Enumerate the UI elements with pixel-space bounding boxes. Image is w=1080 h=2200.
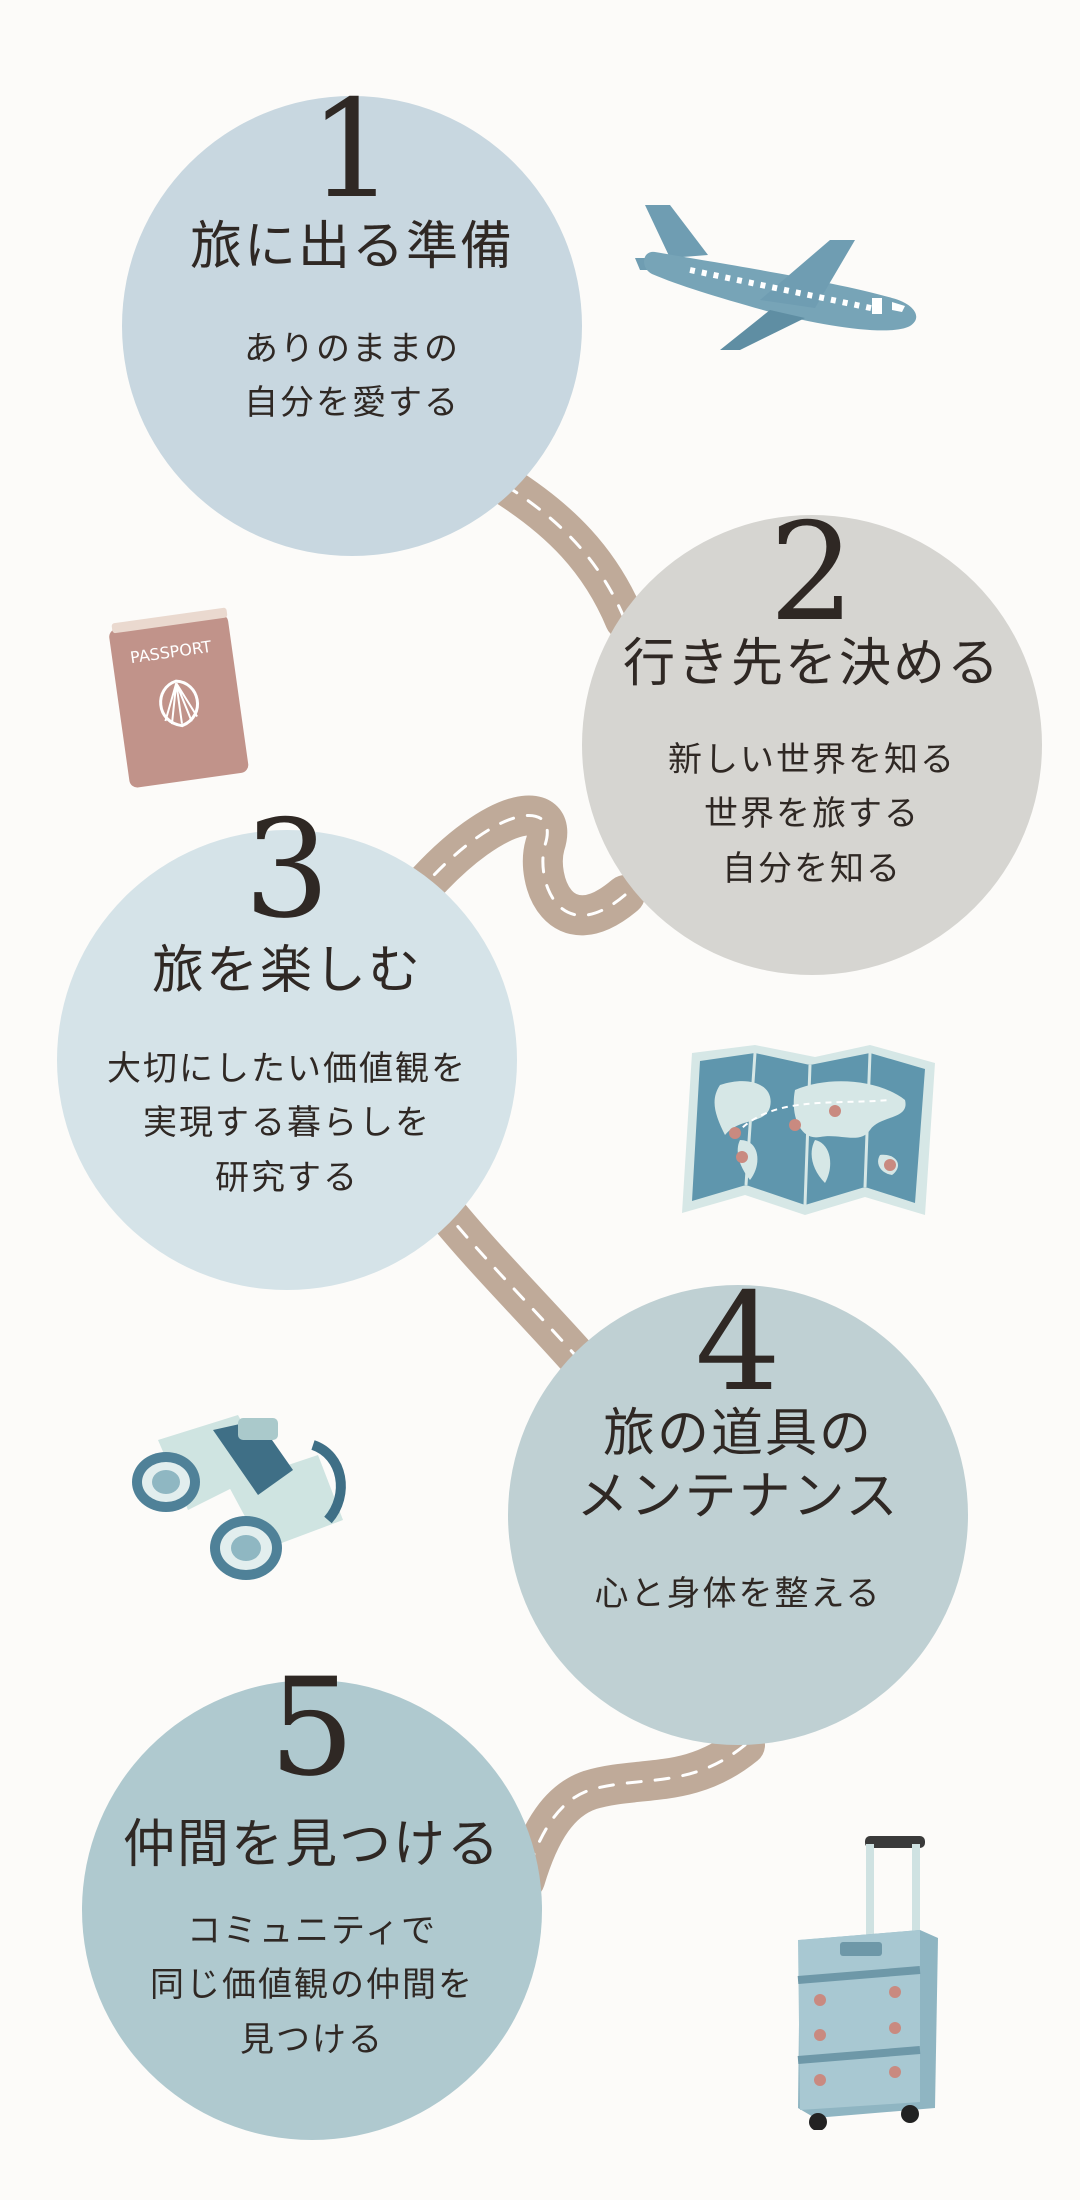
step-3-title-line: 旅を楽しむ [151,941,422,1001]
step-3-title: 旅を楽しむ [57,940,517,1003]
step-5-desc-line: 同じ価値観の仲間を [150,1965,474,2006]
step-1-desc-line: 自分を愛する [244,383,460,424]
step-4-circle: 4 旅の道具の メンテナンス 心と身体を整える [508,1275,968,1745]
step-5-desc-line: コミュニティで [187,1911,437,1951]
step-5-number: 5 [269,1649,355,1806]
step-5-title-line: 仲間を見つける [122,1815,501,1875]
world-map-icon [682,1045,935,1215]
step-1-circle: 1 旅に出る準備 ありのままの 自分を愛する [122,82,582,556]
step-4-desc-line: 心と身体を整える [594,1574,882,1614]
step-2-circle: 2 行き先を決める 新しい世界を知る 世界を旅する 自分を知る [582,505,1042,975]
step-2-desc-line: 新しい世界を知る [668,740,956,780]
step-5-title: 仲間を見つける [82,1814,542,1877]
binoculars-icon [132,1415,346,1580]
step-5-desc-line: 見つける [240,2019,384,2060]
step-1-desc-line: ありのままの [244,329,460,369]
step-2-desc-line: 自分を知る [722,848,902,889]
passport-icon: PASSPORT [109,607,249,788]
step-3-desc-line: 実現する暮らしを [143,1103,431,1144]
step-3-number: 3 [244,791,330,948]
step-2-title: 行き先を決める [582,633,1042,696]
step-2-desc-line: 世界を旅する [704,794,920,835]
step-4-description: 心と身体を整える [508,1567,968,1621]
step-4-number: 4 [695,1264,781,1421]
step-5-description: コミュニティで 同じ価値観の仲間を 見つける [82,1904,542,2067]
step-2-number: 2 [769,494,855,651]
step-1-title: 旅に出る準備 [122,216,582,279]
step-1-description: ありのままの 自分を愛する [122,322,582,431]
step-4-title-line: 旅の道具の [602,1404,873,1464]
step-2-description: 新しい世界を知る 世界を旅する 自分を知る [582,733,1042,896]
step-4-title-line: メンテナンス [576,1467,900,1528]
step-2-title-line: 行き先を決める [622,634,1001,694]
step-3-description: 大切にしたい価値観を 実現する暮らしを 研究する [57,1042,517,1205]
step-1-title-line: 旅に出る準備 [189,217,514,277]
step-1-number: 1 [309,71,395,228]
suitcase-icon [797,1836,938,2130]
airplane-icon [635,205,917,350]
step-4-title: 旅の道具の メンテナンス [508,1403,968,1530]
step-3-desc-line: 研究する [215,1157,359,1198]
step-3-circle: 3 旅を楽しむ 大切にしたい価値観を 実現する暮らしを 研究する [57,802,517,1290]
step-5-circle: 5 仲間を見つける コミュニティで 同じ価値観の仲間を 見つける [82,1660,542,2140]
step-3-desc-line: 大切にしたい価値観を [107,1049,467,1089]
